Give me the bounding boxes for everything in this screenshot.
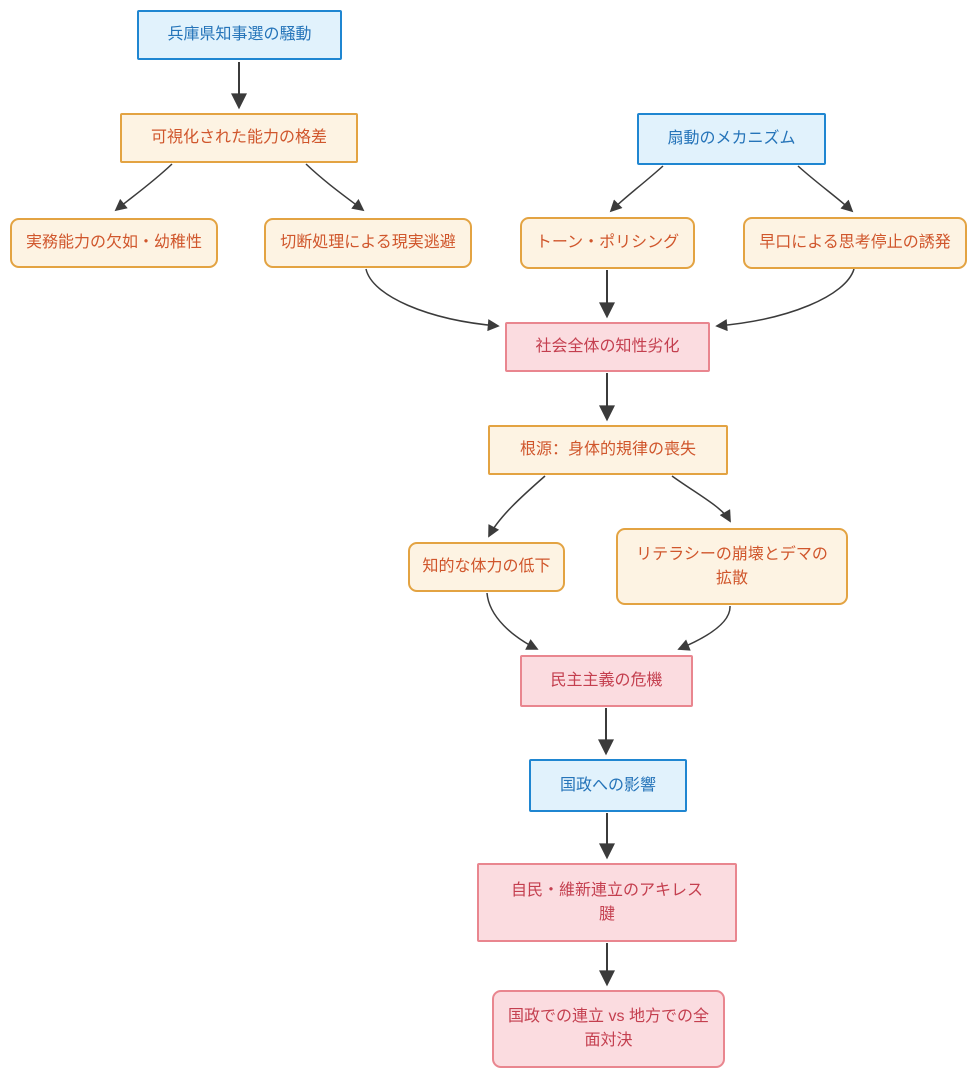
node-ability-gap: 可視化された能力の格差: [120, 113, 358, 163]
node-tone-policing: トーン・ポリシング: [520, 217, 695, 269]
edge-root-to-literacy-collapse: [671, 475, 731, 523]
node-literacy-collapse-dema: リテラシーの崩壊とデマの拡散: [616, 528, 848, 605]
node-societal-intellect-decline: 社会全体の知性劣化: [505, 322, 710, 372]
node-root-physical-discipline-loss: 根源：身体的規律の喪失: [488, 425, 728, 475]
node-hyogo-election: 兵庫県知事選の騒動: [137, 10, 342, 60]
node-agitation-mechanism: 扇動のメカニズム: [637, 113, 826, 165]
node-national-politics-impact: 国政への影響: [529, 759, 687, 812]
edge-ability-gap-to-lack-practical-ability: [114, 163, 173, 212]
edge-intellectual-stamina-to-democracy-crisis: [486, 592, 539, 650]
edge-agitation-mechanism-to-tone-policing: [609, 165, 664, 213]
edge-reality-escape-to-societal-decline: [365, 268, 500, 332]
edge-ability-gap-to-reality-escape: [305, 163, 365, 212]
edge-agitation-mechanism-to-fast-talk: [797, 165, 854, 213]
node-fast-talk-thought-stop: 早口による思考停止の誘発: [743, 217, 967, 269]
node-democracy-crisis: 民主主義の危機: [520, 655, 693, 707]
node-lack-practical-ability: 実務能力の欠如・幼稚性: [10, 218, 218, 268]
node-intellectual-stamina-decline: 知的な体力の低下: [408, 542, 565, 592]
node-ldp-ishin-achilles-heel: 自民・維新連立のアキレス腱: [477, 863, 737, 942]
edge-root-to-intellectual-stamina: [488, 475, 546, 538]
edge-fast-talk-to-societal-decline: [715, 268, 855, 332]
edge-literacy-collapse-to-democracy-crisis: [677, 605, 731, 651]
node-coalition-vs-confrontation: 国政での連立 vs 地方での全面対決: [492, 990, 725, 1068]
node-reality-escape: 切断処理による現実逃避: [264, 218, 472, 268]
